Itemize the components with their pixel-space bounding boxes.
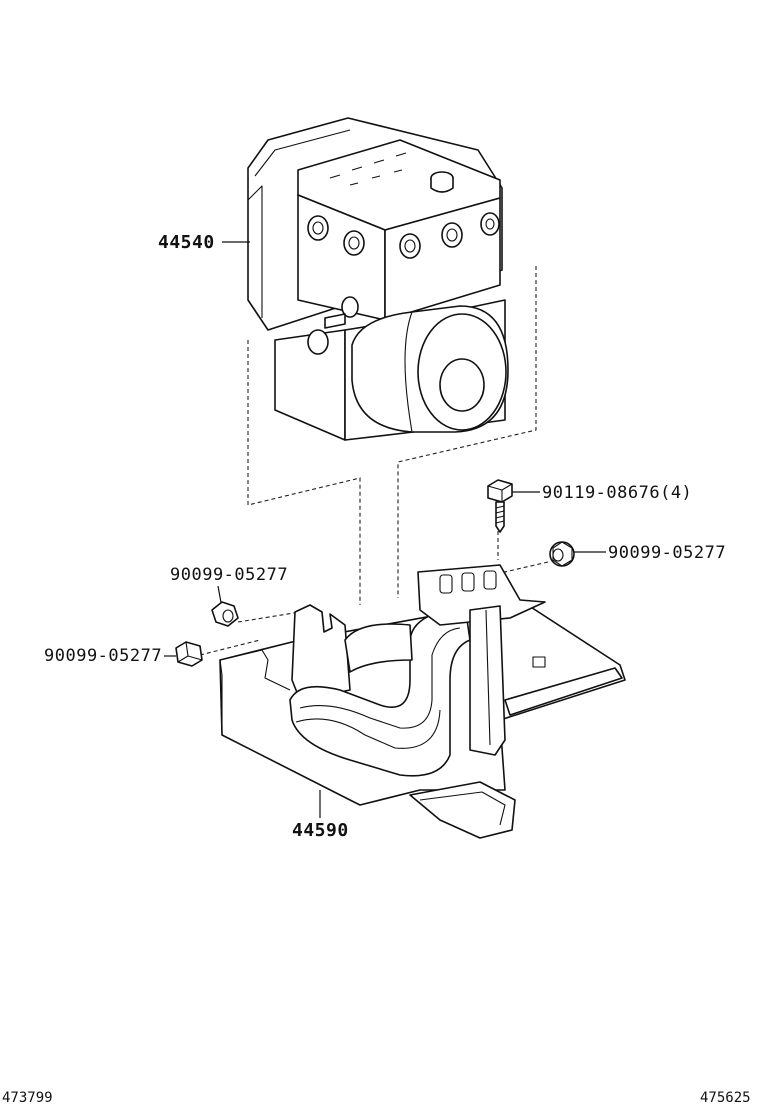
nut-right-part[interactable] bbox=[549, 541, 575, 567]
port-fittings-left bbox=[307, 215, 365, 318]
callout-bolt: 90119-08676(4) bbox=[542, 483, 692, 503]
callout-nut-left-lower: 90099-05277 bbox=[44, 646, 162, 666]
bolt-part[interactable] bbox=[487, 479, 513, 533]
port-fittings-right bbox=[399, 212, 500, 259]
footer-left-id: 473799 bbox=[2, 1090, 53, 1106]
callout-nut-left-upper: 90099-05277 bbox=[170, 565, 288, 585]
callout-actuator: 44540 bbox=[158, 232, 215, 253]
bracket-assembly[interactable] bbox=[219, 564, 626, 839]
callout-bracket: 44590 bbox=[292, 820, 349, 841]
pump-motor bbox=[351, 305, 509, 433]
callout-nut-right: 90099-05277 bbox=[608, 543, 726, 563]
nut-left-lower-part[interactable] bbox=[175, 641, 203, 667]
nut-left-upper-part[interactable] bbox=[211, 601, 239, 627]
footer-right-id: 475625 bbox=[700, 1090, 751, 1106]
abs-actuator[interactable] bbox=[247, 117, 509, 441]
